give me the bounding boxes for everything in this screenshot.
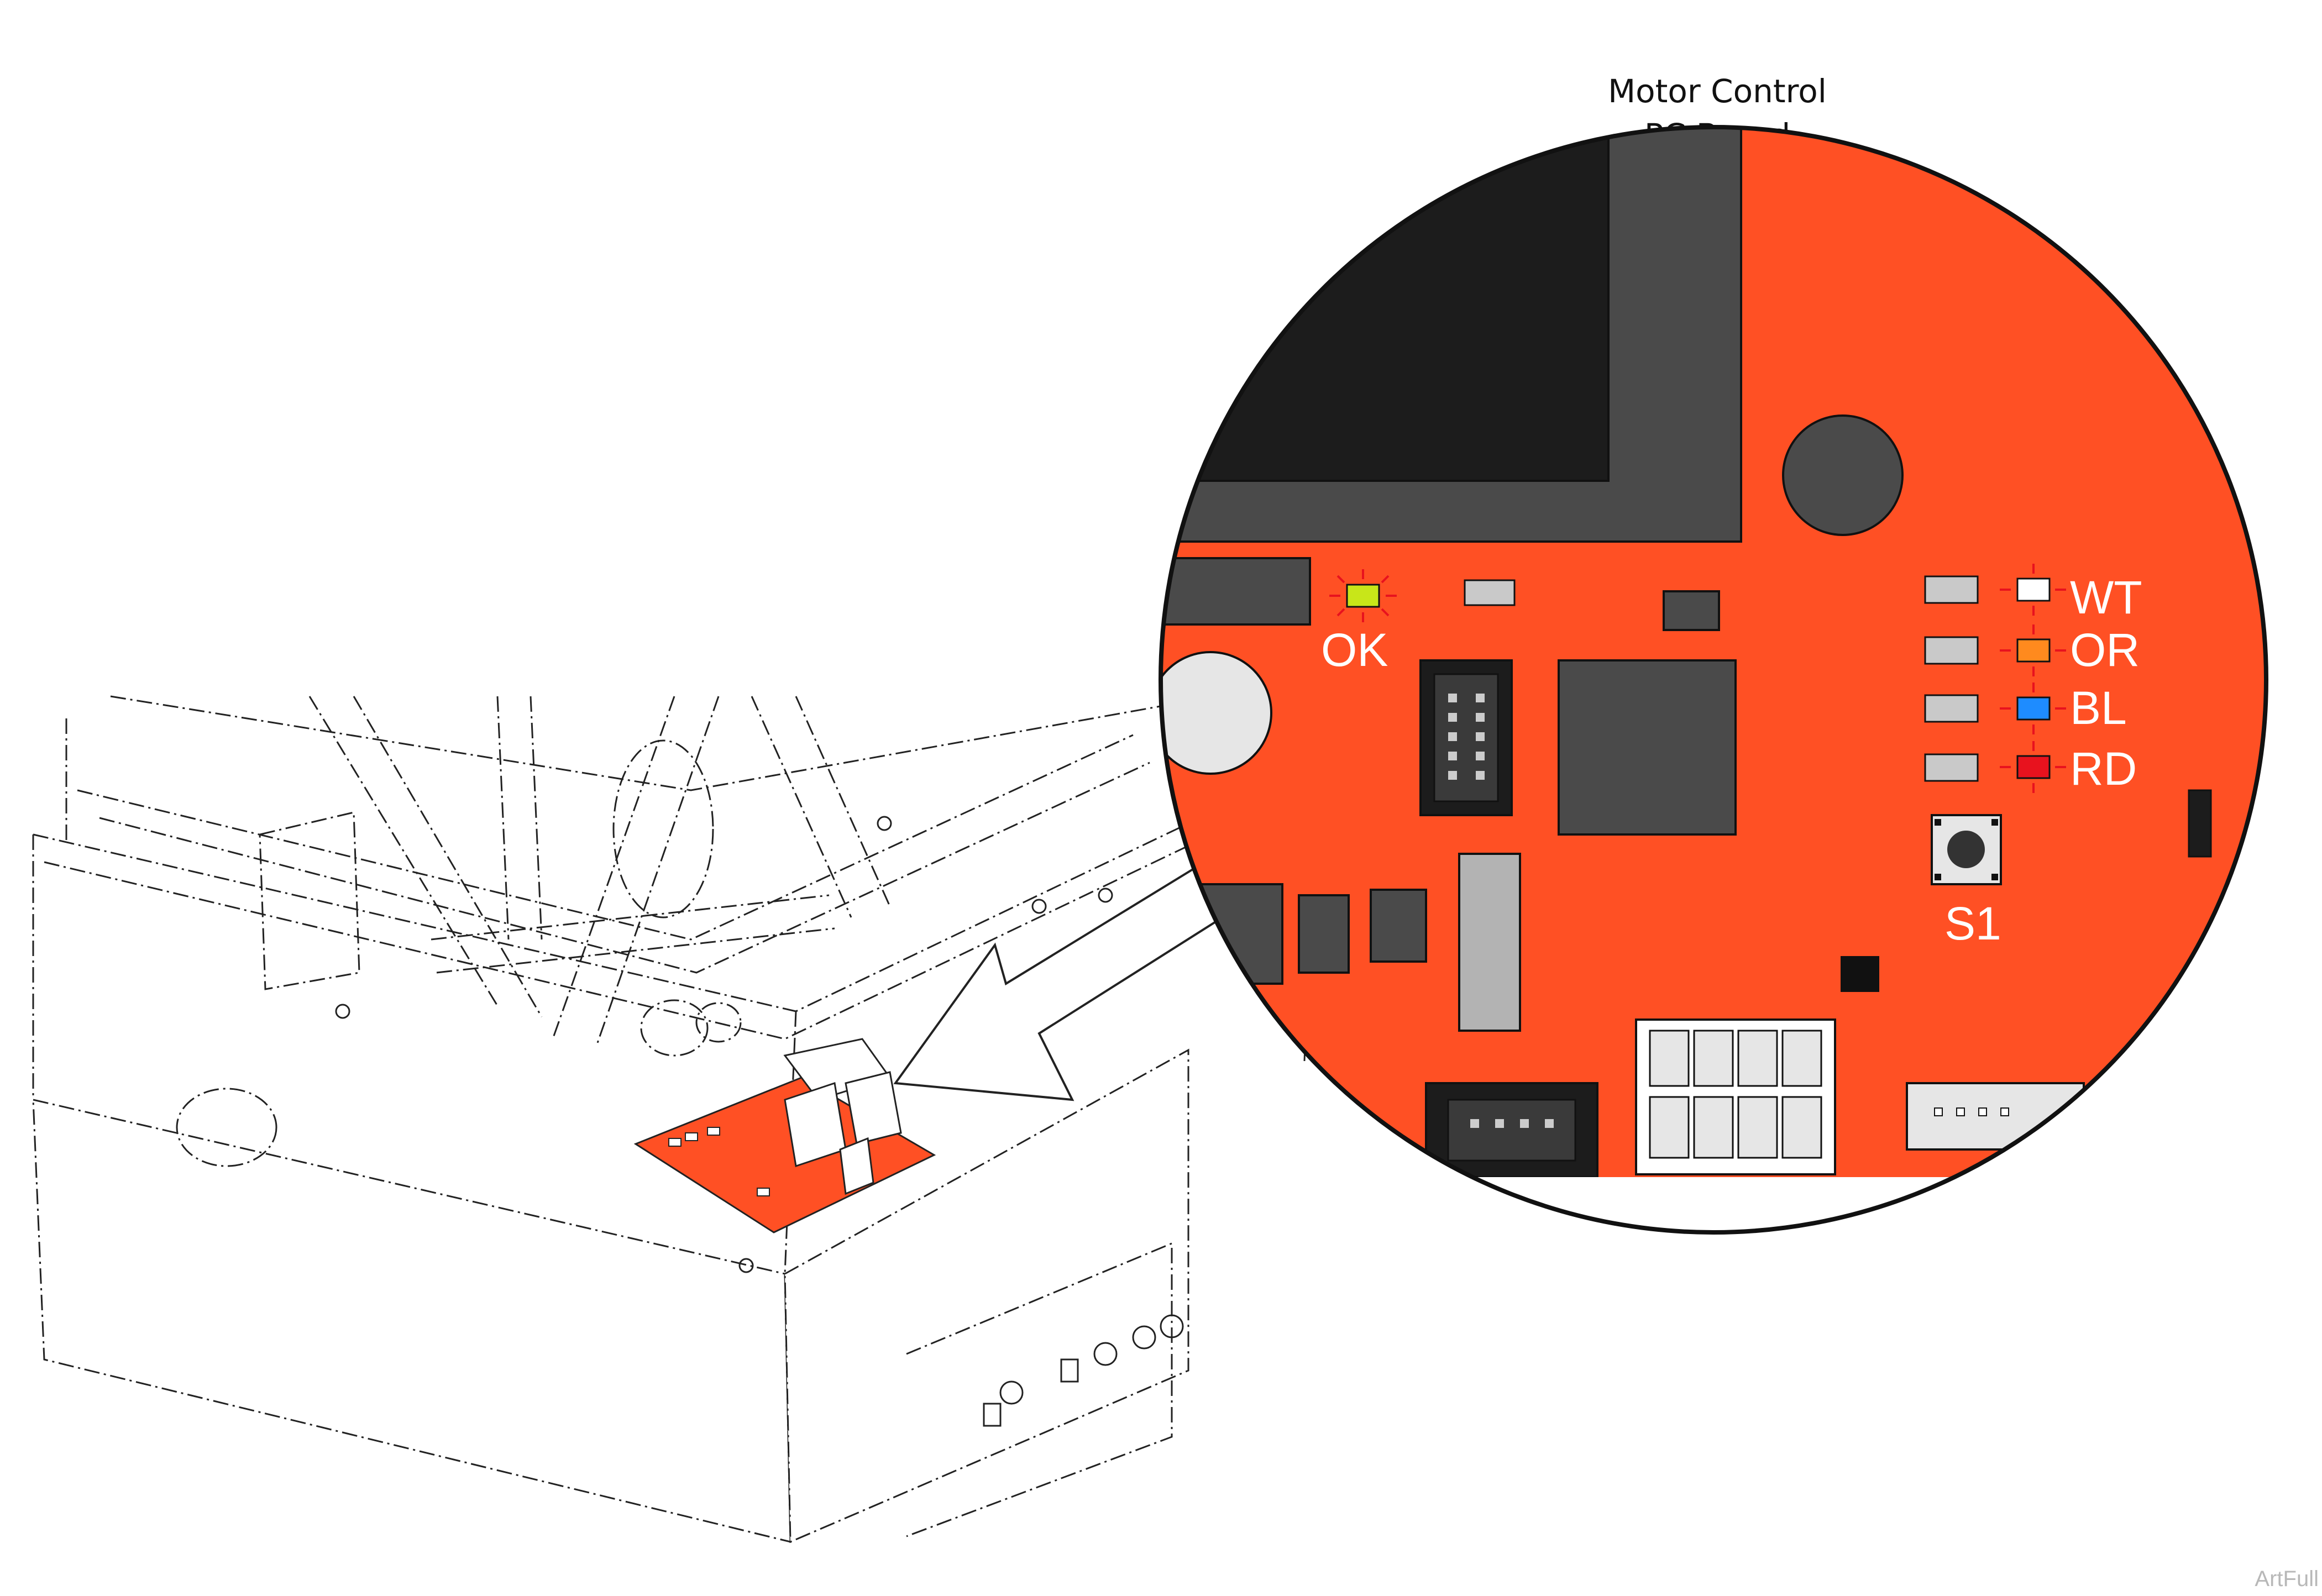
led-wt xyxy=(2000,564,2066,616)
led-bl xyxy=(2000,683,2066,734)
label-wt: WT xyxy=(2070,571,2142,623)
watermark: ArtFull xyxy=(2255,1567,2319,1591)
label-or: OR xyxy=(2070,624,2140,676)
led-ok xyxy=(1329,569,1397,622)
label-ok: OK xyxy=(1321,624,1388,676)
board-in-frame xyxy=(633,1038,936,1233)
label-rd: RD xyxy=(2070,743,2137,795)
label-bl: BL xyxy=(2070,682,2127,734)
magnifier-outline xyxy=(1159,125,2268,1235)
magnified-board-view xyxy=(1161,127,2266,1232)
bed-frame-drawing xyxy=(32,695,1317,1544)
led-or xyxy=(2000,624,2066,676)
label-s1: S1 xyxy=(1944,897,2001,949)
title-line-1: Motor Control xyxy=(1608,72,1827,110)
led-rd xyxy=(2000,741,2066,793)
